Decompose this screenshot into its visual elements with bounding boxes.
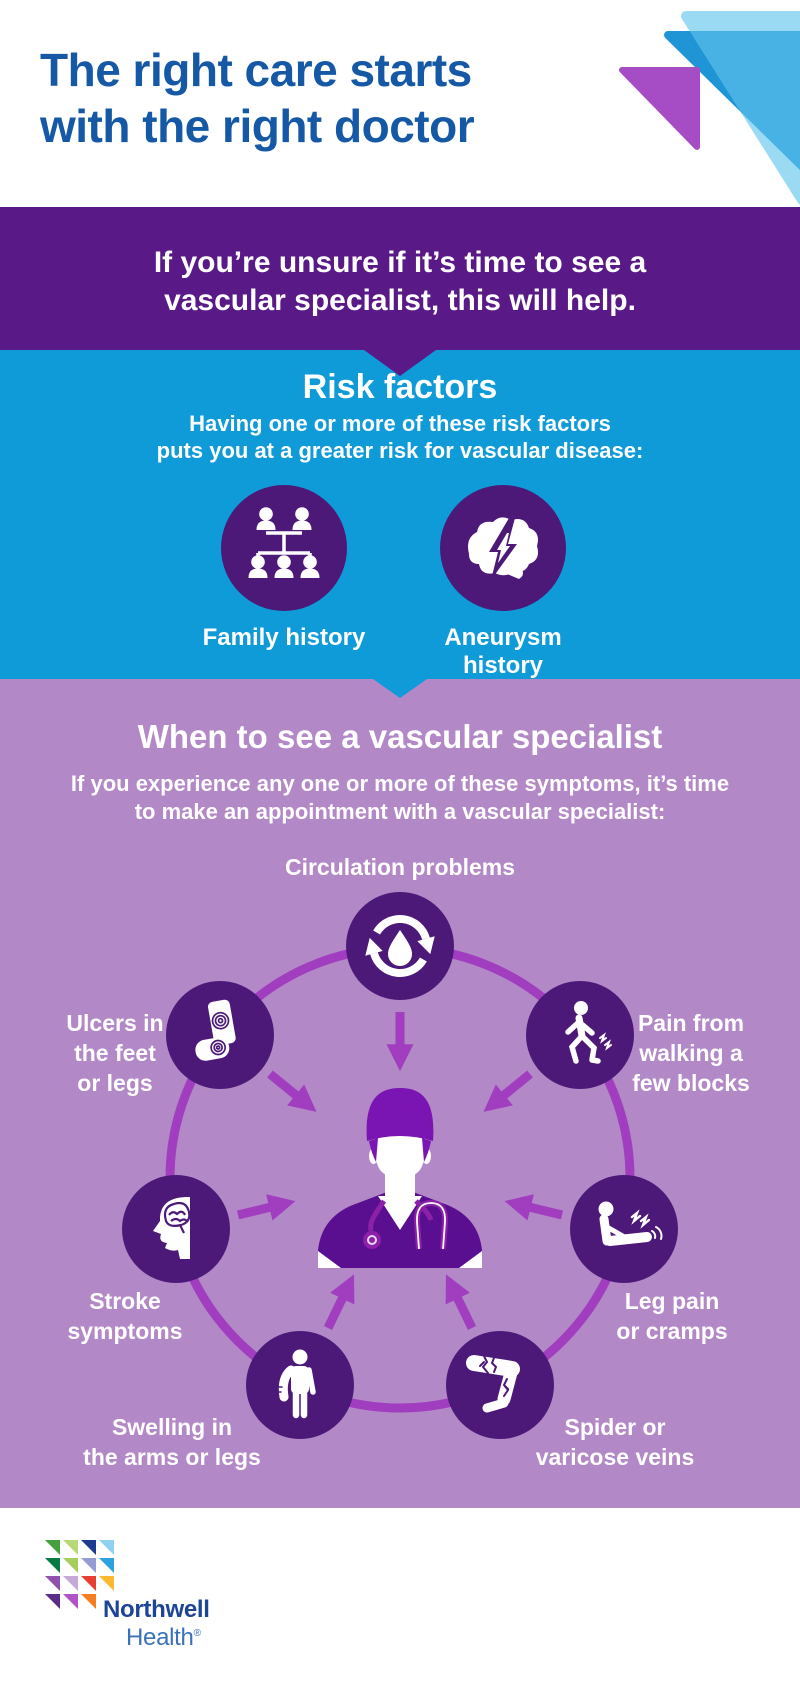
leg-pain-cramps-icon [598,1201,663,1246]
symptom-label-ulcers: Ulcers in the feet or legs [40,1008,190,1098]
symptom-label-circulation: Circulation problems [284,854,516,880]
risk-subtitle-line2: puts you at a greater risk for vascular … [156,438,644,463]
northwell-triangles-icon [619,11,800,205]
label-line: or cramps [616,1318,728,1344]
symptom-circle-leg-pain [570,1175,678,1283]
label-line: Spider or [564,1414,666,1440]
family-history-icon [248,507,320,578]
arrow-from-ulcers [267,1070,317,1112]
label-line: symptoms [67,1318,183,1344]
symptoms-subtitle-line1: If you experience any one or more of the… [70,771,730,796]
label-line: Pain from [637,1010,745,1036]
risk-factors-heading: Risk factors [302,368,498,406]
symptoms-heading: When to see a vascular specialist [137,718,663,755]
symptom-label-swelling: Swelling in the arms or legs [72,1412,272,1472]
symptom-circle-walking [526,981,634,1089]
arrow-from-swelling [323,1274,355,1330]
swollen-limb-person-icon [276,1349,316,1419]
symptom-circle-stroke [122,1175,230,1283]
symptom-circle-swelling [246,1331,354,1439]
vascular-specialist-doctor-icon [318,1088,482,1268]
label-line: Ulcers in [66,1010,164,1036]
registered-mark: ® [193,1628,201,1639]
footer-section [0,1508,800,1687]
foot-ulcer-sock-icon [195,999,236,1061]
page-title: The right care starts with the right doc… [40,42,475,154]
risk-factors-section [0,350,800,679]
symptom-label-stroke: Stroke symptoms [50,1286,200,1346]
arrow-from-stroke [236,1194,296,1221]
label-line: Stroke [89,1288,161,1314]
inward-arrows [236,1012,564,1330]
symptom-circle-ulcers [166,981,274,1089]
symptom-circle-circulation [346,892,454,1000]
banner-arrow-notch [364,350,436,376]
intro-banner-line1: If you’re unsure if it’s time to see a [153,246,647,279]
intro-banner-section [0,207,800,350]
stroke-head-brain-icon [153,1196,191,1259]
northwell-wordmark: Northwell [103,1596,210,1623]
arrow-from-spider-veins [445,1274,477,1330]
page-title-line1: The right care starts [40,44,472,96]
intro-banner-line2: vascular specialist, this will help. [164,284,636,317]
risk-subtitle-line1: Having one or more of these risk factors [189,411,611,436]
label-line: Swelling in [111,1414,233,1440]
varicose-vein-leg-icon [466,1355,520,1413]
health-wordmark: Health® [126,1624,201,1652]
label-line: walking a [639,1040,743,1066]
circulation-problems-icon [365,915,435,977]
label-line: varicose veins [535,1444,695,1470]
label-line: or legs [77,1070,153,1096]
symptom-circle-spider-veins [446,1331,554,1439]
label-line: few blocks [632,1070,750,1096]
aneurysm-history-badge [440,485,566,611]
label-line: the arms or legs [83,1444,261,1470]
family-history-label: Family history [202,624,366,651]
aneurysm-history-icon [468,517,538,580]
symptom-label-walking: Pain from walking a few blocks [616,1008,766,1098]
symptoms-subtitle-line2: to make an appointment with a vascular s… [134,799,666,824]
arrow-from-leg-pain [504,1194,564,1221]
family-history-badge [221,485,347,611]
blue-arrow-notch [373,679,427,698]
stethoscope-icon [363,1199,449,1250]
symptom-label-leg-pain: Leg pain or cramps [597,1286,747,1346]
arrow-from-walking [483,1070,533,1112]
page-title-line2: with the right doctor [40,100,475,152]
aneurysm-history-label: Aneurysm history [444,624,562,679]
label-line: the feet [74,1040,156,1066]
symptom-label-spider-veins: Spider or varicose veins [515,1412,715,1472]
label-line: Leg pain [624,1288,720,1314]
walking-pain-icon [565,1001,612,1064]
health-text: Health [126,1624,194,1651]
